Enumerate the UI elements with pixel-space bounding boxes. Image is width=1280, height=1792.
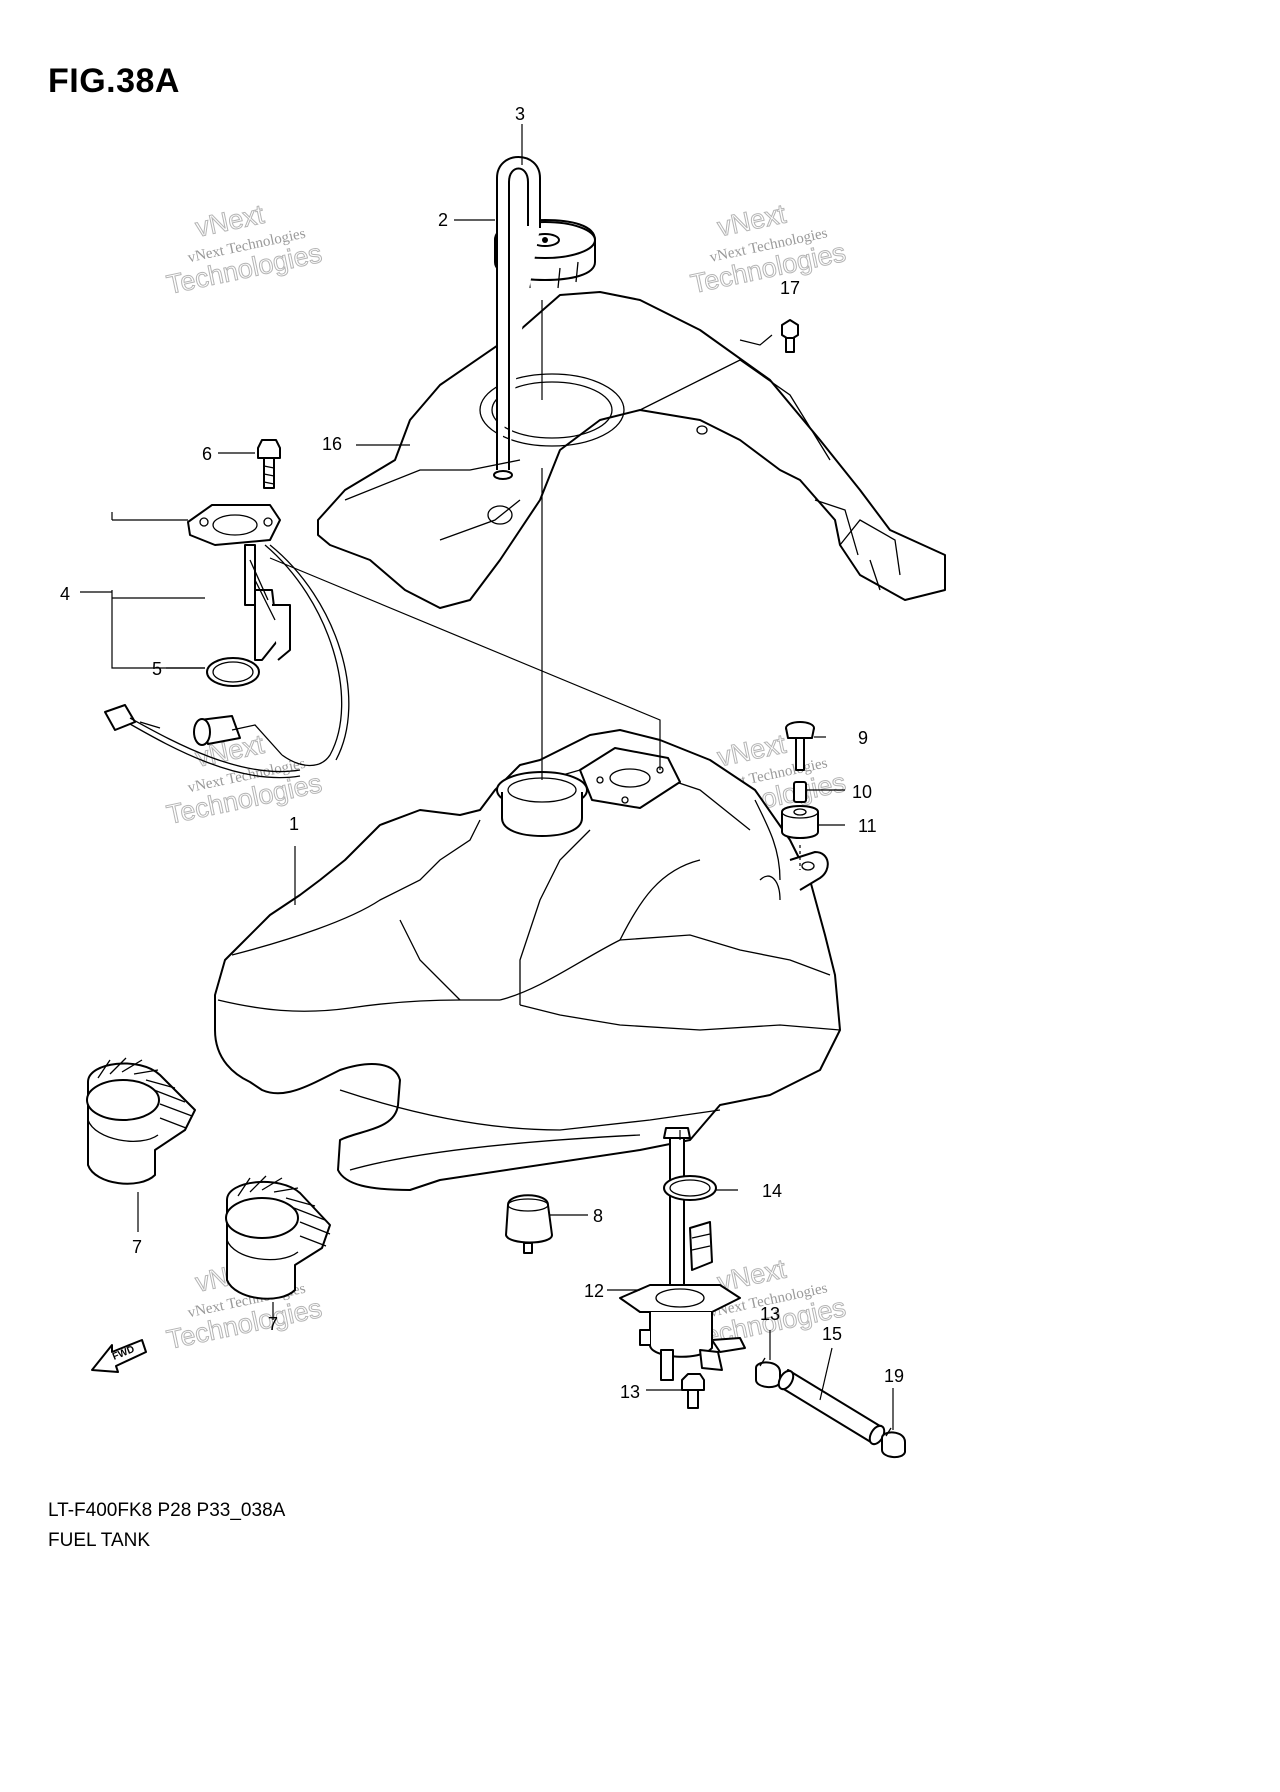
callout-8: 8 [593,1206,603,1226]
callout-7-left: 7 [132,1237,142,1257]
callout-14: 12 [584,1281,604,1301]
watermark-top-right: vNext vNext Technologies Technologies [687,198,848,300]
callout-13-top: 17 [780,278,800,298]
clamp-19 [881,1427,906,1458]
fuel-tank [214,729,841,1191]
callout-leaders [80,124,894,1430]
callout-13-lower: 13 [760,1304,780,1324]
callout-15: 13 [620,1382,640,1402]
clamp-13-lower [755,1357,781,1388]
callout-4: 4 [60,584,70,604]
callout-5: 5 [152,659,162,679]
hose-17 [777,1369,886,1446]
screw-13-top [781,319,799,353]
collar-10 [793,781,807,803]
callout-9: 9 [858,728,868,748]
callout-17: 15 [822,1324,842,1344]
callout-1: 1 [289,814,299,834]
figure-name: FUEL TANK [48,1530,151,1551]
cushion-7-left [86,1057,196,1185]
bolt-6 [257,439,281,489]
figure-code: LT-F400FK8 P28 P33_038A [48,1500,286,1521]
assembly-line-pump-flange [269,557,661,770]
cushion-8 [505,1194,553,1254]
breather-hose [493,156,541,480]
watermark-top-left: vNext vNext Technologies Technologies [164,199,325,301]
callout-6: 6 [202,444,212,464]
callout-2: 2 [438,210,448,230]
callout-11: 11 [858,816,877,836]
callout-12: 16 [322,434,342,454]
fuel-level-sender [193,715,241,746]
fuel-tank-cover [317,291,946,609]
o-ring-16 [663,1175,717,1201]
callout-16: 14 [762,1181,782,1201]
bolt-9 [785,721,815,771]
screw-15 [681,1373,705,1409]
callout-3: 3 [515,104,525,124]
wire-connector [104,704,301,779]
fuel-cock-assembly [619,1127,746,1381]
cushion-7-right [225,1175,331,1300]
o-ring-5 [206,657,260,687]
callout-numbers: 3 2 16 6 4 5 1 17 9 10 11 7 7 8 14 12 13… [60,104,904,1402]
figure-title: FIG.38A [48,62,180,100]
callout-19: 19 [884,1366,904,1386]
grommet-11 [781,805,819,839]
callout-10: 10 [852,782,872,802]
fuel-pump-assembly [104,504,350,779]
forward-direction-arrow: FWD [91,1339,147,1373]
callout-7-right: 7 [268,1314,278,1334]
leader-13-top-to-cover [739,334,773,346]
